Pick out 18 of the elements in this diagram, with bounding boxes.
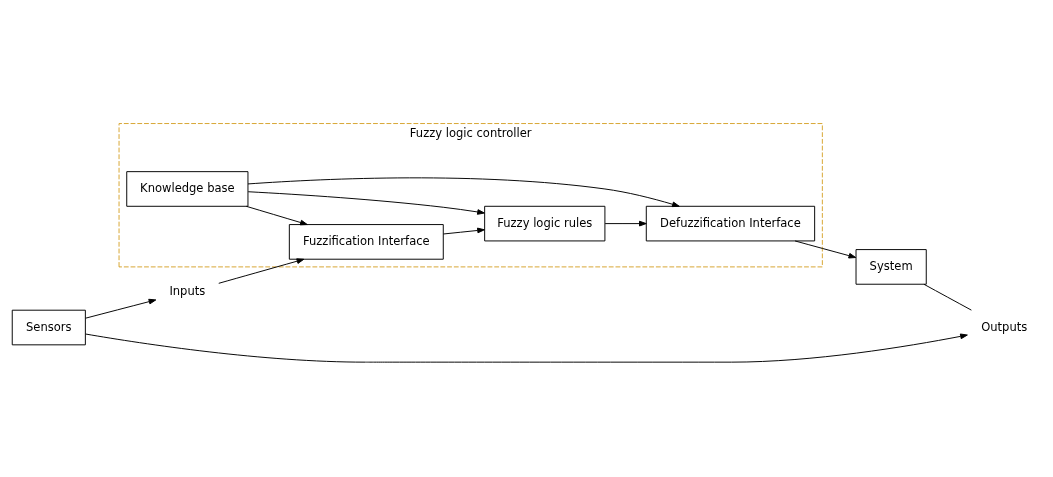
arrow [85, 298, 157, 319]
node-box: Defuzzification Interface [645, 205, 816, 241]
arrow [247, 176, 680, 207]
node-box: Fuzzification Interface [288, 223, 444, 260]
arrow [245, 205, 308, 225]
arrow [247, 190, 485, 215]
node-text: Outputs [981, 319, 1028, 333]
arrow [604, 220, 647, 226]
arrow [218, 257, 305, 284]
node-text: Inputs [169, 283, 206, 298]
arrow [442, 227, 485, 234]
node-box: Sensors [11, 309, 86, 345]
arrow [85, 333, 968, 363]
node-box: Fuzzy logic rules [484, 205, 606, 241]
connector [923, 283, 972, 311]
node-box: System [855, 248, 927, 285]
node-box: Knowledge base [126, 170, 249, 207]
arrow [794, 240, 857, 258]
